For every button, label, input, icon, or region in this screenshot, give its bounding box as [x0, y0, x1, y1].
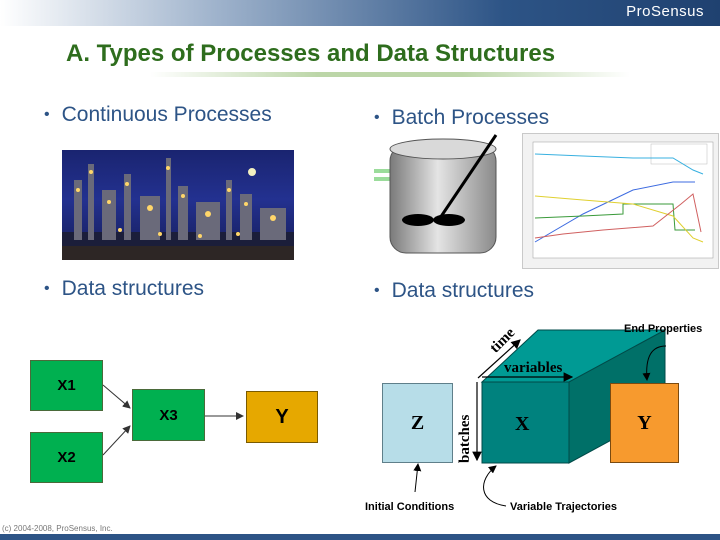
bullet-continuous-processes: • Continuous Processes: [44, 103, 272, 127]
z-label: Z: [410, 411, 425, 434]
bullet-data-right-label: Data structures: [391, 279, 534, 302]
z-box: Z: [382, 383, 453, 463]
variable-trajectories-pointer: [483, 465, 507, 507]
x1-box: X1: [30, 360, 103, 411]
header-bar: ProSensus: [0, 0, 720, 26]
initial-conditions-label: Initial Conditions: [365, 501, 455, 513]
refinery-illustration: [62, 158, 294, 260]
batch-trajectory-chart-thumbnail: [522, 133, 719, 269]
x1-label: X1: [57, 377, 76, 394]
brand-logo: ProSensus: [626, 3, 704, 20]
x2-label: X2: [57, 449, 76, 466]
x2-box: X2: [30, 432, 103, 483]
bullet-dot: •: [374, 282, 380, 299]
batches-label: batches: [457, 414, 473, 463]
time-axis-arrow: [477, 339, 521, 379]
bullet-data-structures-right: • Data structures: [374, 279, 534, 303]
bullet-dot: •: [44, 280, 50, 297]
variables-label: variables: [504, 360, 563, 376]
x3-box: X3: [132, 389, 205, 441]
trajectory-plot: [532, 141, 714, 259]
bullet-batch-label: Batch Processes: [391, 106, 550, 129]
y-box-right: Y: [610, 383, 679, 463]
batch-reactor-icon: [374, 134, 498, 254]
cube-front-face: [481, 381, 570, 464]
y-box-left: Y: [246, 391, 318, 443]
footer-bar: [0, 534, 720, 540]
x-cube-label: X: [515, 413, 530, 435]
end-properties-pointer: [642, 345, 667, 381]
bullet-batch-processes: • Batch Processes: [374, 106, 549, 130]
bullet-data-structures-left: • Data structures: [44, 277, 204, 301]
title-underline: [150, 72, 630, 77]
bullet-continuous-label: Continuous Processes: [61, 103, 272, 126]
initial-conditions-pointer: [413, 463, 422, 493]
y-label-right: Y: [637, 411, 652, 434]
bullet-dot: •: [374, 109, 380, 126]
page-title: A. Types of Processes and Data Structure…: [66, 40, 556, 67]
bullet-dot: •: [44, 106, 50, 123]
bullet-data-left-label: Data structures: [61, 277, 204, 300]
end-properties-label: End Properties: [624, 323, 703, 335]
copyright-text: (c) 2004-2008, ProSensus, Inc.: [2, 524, 113, 533]
variable-trajectories-label: Variable Trajectories: [510, 501, 618, 513]
refinery-photo: [62, 150, 294, 260]
y-label-left: Y: [275, 405, 289, 428]
x3-label: X3: [159, 406, 178, 424]
